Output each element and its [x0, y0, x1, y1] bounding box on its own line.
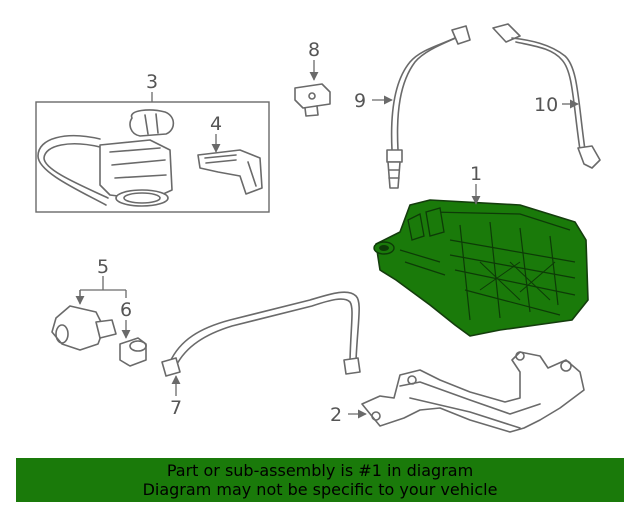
- callout-7: 7: [170, 397, 182, 419]
- callout-2: 2: [330, 404, 342, 426]
- callout-4: 4: [210, 113, 222, 135]
- purge-valve-assembly[interactable]: [35, 101, 270, 213]
- purge-valve-bracket[interactable]: [197, 149, 263, 195]
- parts-diagram: 1 2 3 4 5 6 7 8 9 10: [35, 23, 601, 433]
- leader-5: [79, 276, 127, 302]
- sensor-wire-9[interactable]: [386, 25, 471, 189]
- info-banner: Part or sub-assembly is #1 in diagram Di…: [16, 458, 624, 502]
- callout-10: 10: [534, 94, 558, 116]
- vent-solenoid[interactable]: [51, 305, 117, 351]
- vapor-tube[interactable]: [161, 291, 361, 377]
- callout-8: 8: [308, 39, 320, 61]
- callout-5: 5: [97, 256, 109, 278]
- callout-9: 9: [354, 90, 366, 112]
- banner-line-1: Part or sub-assembly is #1 in diagram: [166, 461, 474, 480]
- banner-line-2: Diagram may not be specific to your vehi…: [142, 480, 498, 499]
- seal[interactable]: [119, 337, 147, 367]
- evap-canister[interactable]: [373, 199, 589, 337]
- callout-6: 6: [120, 299, 132, 321]
- sensor-wire-10[interactable]: [492, 23, 601, 169]
- callout-1: 1: [470, 163, 482, 185]
- canister-bracket[interactable]: [361, 351, 585, 433]
- callout-3: 3: [146, 71, 158, 93]
- clip[interactable]: [294, 83, 331, 117]
